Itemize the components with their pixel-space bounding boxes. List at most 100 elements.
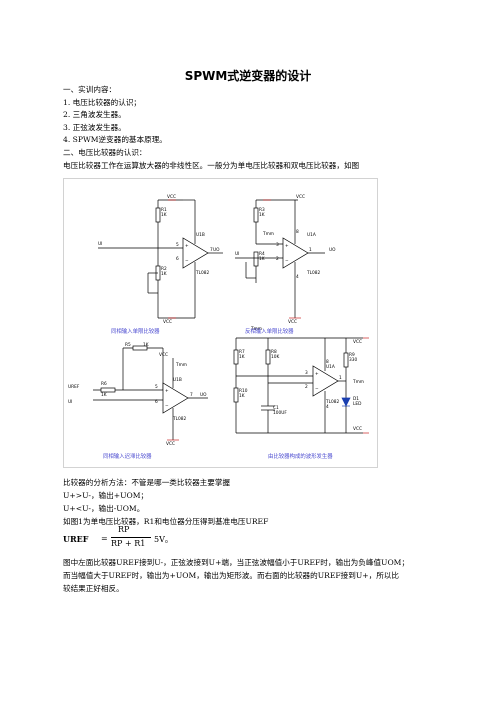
caption-4: 由比较器构成的波形发生器: [268, 452, 333, 460]
caption-3: 同相输入迟滞比较器: [103, 452, 152, 460]
pin-label-7: 5: [155, 384, 158, 390]
pin-label-14: 4: [296, 274, 299, 280]
pin-label-3: 7: [210, 247, 213, 253]
minus-2: −: [285, 259, 289, 264]
intro-line-5: 4. SPWM逆变器的基本原理。: [63, 135, 167, 144]
r2-label: R2: [161, 266, 167, 272]
intro-line-2: 1. 电压比较器的认识；: [63, 98, 142, 107]
uref-formula: UREF = RP RP + R1 5V。: [63, 525, 183, 555]
body-line-2: U+>U-，输出+UOM；: [63, 491, 149, 500]
formula-tail: 5V。: [154, 535, 173, 544]
body-line-6: 而当幅值大于UREF时，输出为+UOM，输出为矩形波。而右面的比较器的UREF接…: [63, 571, 399, 580]
d1-value: LED: [353, 401, 362, 407]
r10-value: 1K: [239, 393, 245, 399]
c1-label: C1: [273, 405, 279, 411]
tmm-label-1: Tmm: [262, 231, 274, 237]
vcc-label-5: VCC: [159, 352, 168, 358]
vcc-label-6: VCC: [166, 441, 175, 447]
vcc-label-8: VCC: [353, 426, 362, 432]
tmm-label-3: Tmm: [250, 326, 262, 332]
pin-label-10: 3: [305, 370, 308, 376]
r7-label: R7: [239, 349, 245, 355]
pin-label-9: 7: [190, 392, 193, 398]
plus-3: +: [165, 388, 169, 394]
pin-label-1: 5: [176, 242, 179, 248]
ui-label-2: UI: [235, 251, 239, 257]
minus-1: −: [185, 259, 189, 264]
uref-label: UREF: [68, 384, 80, 390]
r5-value: 1K: [143, 342, 149, 348]
uo-label-3: UO: [200, 392, 207, 398]
body-line-5: 图中左面比较器UREF接到U-，正弦波接到U+端，当正弦波幅值小于UREF时，输…: [63, 558, 410, 567]
r9-value: 330: [349, 357, 357, 363]
formula-lhs: UREF: [63, 534, 89, 544]
r6-value: 1K: [101, 392, 107, 398]
pin-label-2: 6: [176, 256, 179, 262]
r3-label: R3: [259, 207, 265, 213]
c1-value: 100UF: [273, 410, 287, 416]
pin-label-5: 2: [276, 256, 279, 262]
r4-label: R4: [259, 251, 265, 257]
pin-label-15: 8: [326, 359, 329, 365]
vcc-label-1: VCC: [167, 194, 176, 200]
r4-value: 1K: [259, 256, 265, 262]
r7-value: 1K: [239, 354, 245, 360]
r8-label: R8: [271, 349, 277, 355]
pin-label-12: 1: [339, 375, 342, 381]
tmm-label-4: Tmm: [352, 379, 364, 385]
body-line-1: 比较器的分析方法：不管是哪一类比较器主要掌握: [63, 478, 231, 487]
r6-label: R6: [101, 381, 107, 387]
page-title: SPWM式逆变器的设计: [184, 69, 312, 83]
intro-line-3: 2. 三角波发生器。: [63, 110, 126, 119]
pin-label-13: 8: [296, 229, 299, 235]
vcc-label-7: VCC: [353, 339, 362, 345]
plus-1: +: [185, 243, 189, 249]
tl-label-4: TL082: [325, 399, 339, 405]
uo-label-2: UO: [329, 247, 336, 253]
r1-value: 1K: [161, 212, 167, 218]
tl-label-2: TL082: [306, 270, 320, 276]
r1-label: R1: [161, 207, 167, 213]
vcc-label-4: VCC: [288, 319, 297, 325]
minus-3: −: [165, 404, 169, 409]
intro-line-4: 3. 正弦波发生器。: [63, 123, 126, 132]
tmm-label-2: Tmm: [175, 362, 187, 368]
ui-label-3: UI: [68, 399, 72, 405]
formula-eq: =: [101, 534, 108, 543]
u1b-label-1: U1B: [196, 232, 205, 238]
ui-label-1: UI: [98, 241, 102, 247]
pin-label-8: 6: [155, 399, 158, 405]
intro-line-6: 二、电压比较器的认识：: [63, 148, 147, 157]
body-line-3: U+<U-，输出-UOM。: [63, 504, 145, 513]
tl-label-1: TL082: [195, 270, 209, 276]
formula-numerator: RP: [118, 525, 130, 534]
comparator-circuits-figure: VCC VCC VCC VCC VCC VCC VCC VCC R1 1K R2…: [63, 178, 378, 468]
r9-label: R9: [349, 352, 355, 358]
r3-value: 1K: [259, 212, 265, 218]
caption-1: 同相输入单限比较器: [111, 327, 160, 335]
caption-2: 反相输入单限比较器: [245, 327, 294, 335]
r8-value: 10K: [271, 354, 279, 360]
formula-denominator: RP + R1: [111, 539, 146, 548]
formula-bar: [111, 537, 151, 538]
pin-label-6: 1: [309, 247, 312, 253]
tl-label-3: TL082: [172, 416, 186, 422]
r10-label: R10: [239, 388, 248, 394]
r2-value: 1K: [161, 271, 167, 277]
uo-label-1: UO: [213, 247, 220, 253]
u1b-label-2: U1B: [173, 377, 182, 383]
intro-line-7: 电压比较器工作在运算放大器的非线性区。一般分为单电压比较器和双电压比较器，如图: [63, 161, 360, 170]
vcc-label-3: VCC: [163, 319, 172, 325]
body-line-7: 较结果正好相反。: [63, 584, 124, 593]
r5-label: R5: [125, 342, 131, 348]
pin-label-11: 2: [305, 384, 308, 390]
u1a-label-1: U1A: [307, 232, 316, 238]
plus-2: +: [285, 243, 289, 249]
vcc-label-2: VCC: [296, 194, 305, 200]
intro-line-1: 一、实训内容：: [63, 85, 117, 94]
pin-label-4: 3: [276, 242, 279, 248]
pin-label-16: 4: [326, 404, 329, 410]
body-line-4: 如图1为单电压比较器，R1和电位器分压得到基准电压UREF: [63, 517, 269, 526]
u1a-label-2: U1A: [326, 364, 335, 370]
d1-label: D1: [353, 396, 359, 402]
